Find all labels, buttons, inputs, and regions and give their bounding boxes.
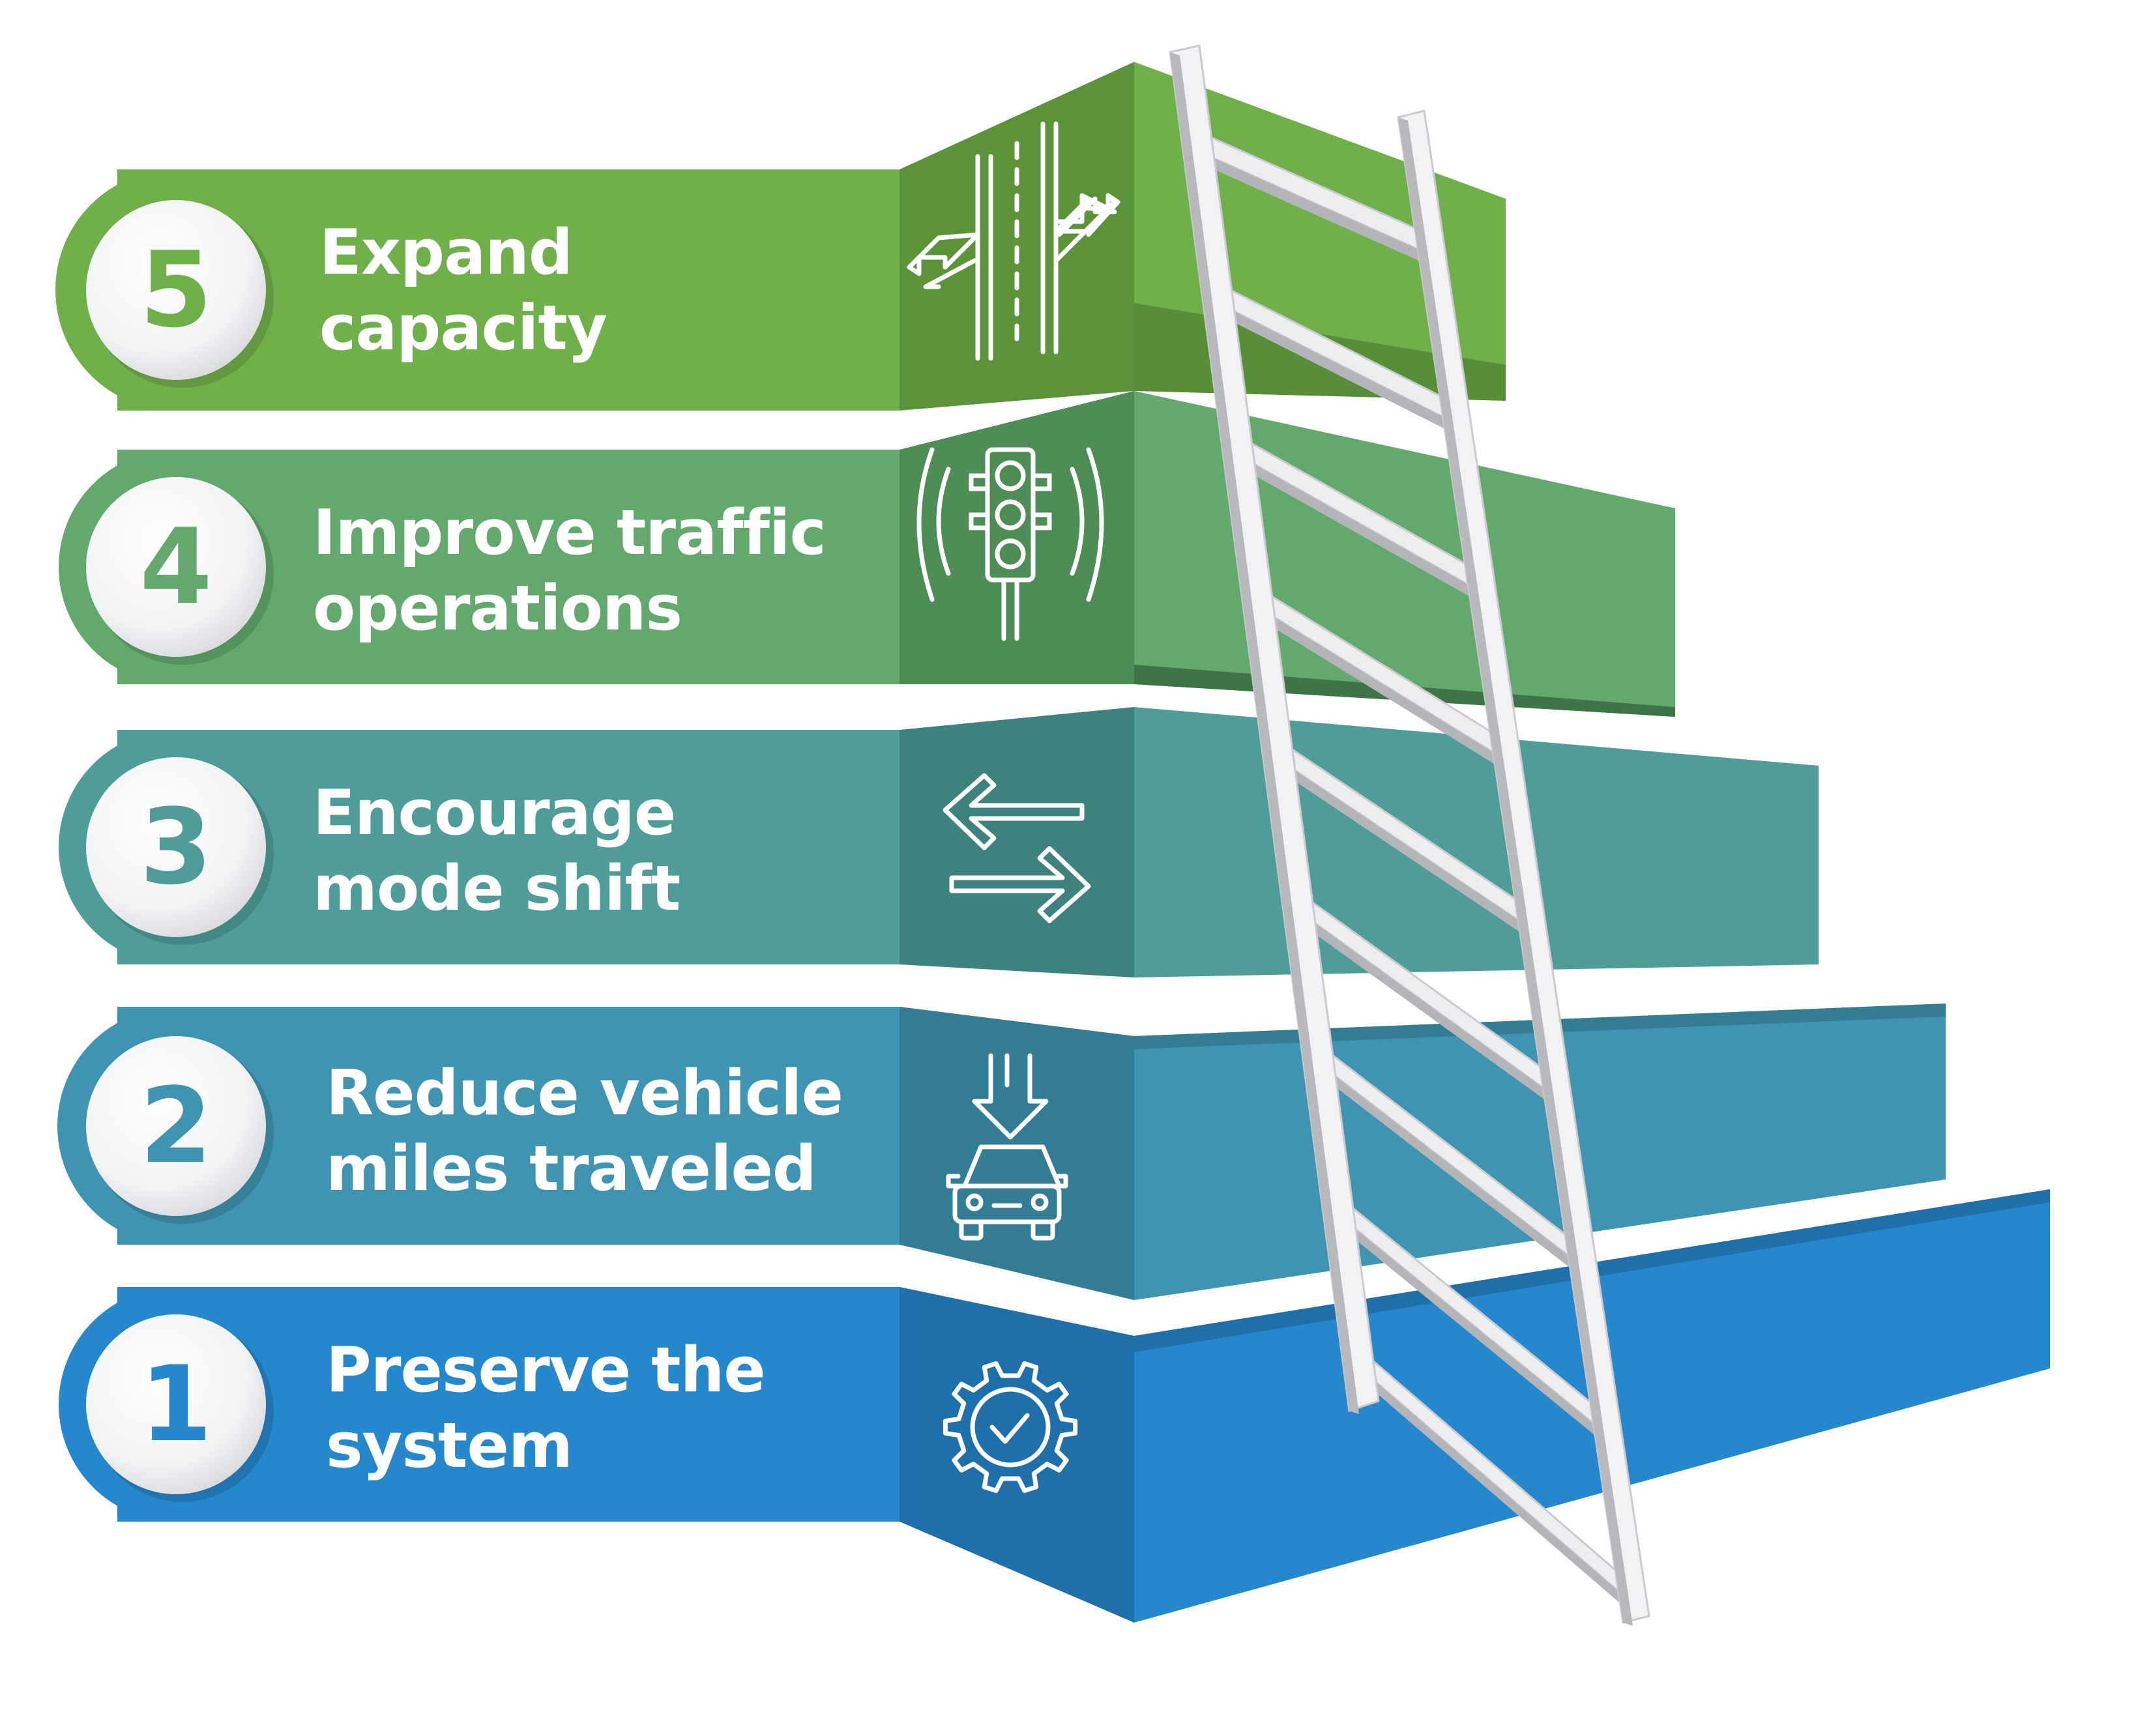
step-3-number: 3 [139, 786, 212, 908]
step-4-label-line-2: operations [313, 573, 682, 644]
car-down-arrow-icon [946, 1053, 1068, 1241]
step-4-label-line-1: Improve traffic [313, 497, 827, 569]
step-1-label-line-1: Preserve the [326, 1335, 766, 1406]
step-4-label: Improve traffic operations [313, 495, 827, 646]
two-way-arrows-icon [943, 773, 1091, 923]
step-3-label: Encourage mode shift [313, 775, 680, 927]
ladder-rung-shadow [1278, 759, 1534, 942]
step-3-label-line-2: mode shift [313, 853, 680, 925]
step-5-label-line-1: Expand [319, 217, 573, 289]
ladder-rung-shadow [1218, 303, 1459, 436]
ladder-rung-shadow [1238, 455, 1484, 605]
step-4-number: 4 [139, 506, 212, 628]
number-discs [86, 200, 274, 1502]
gear-check-icon [943, 1361, 1078, 1494]
step-2-number: 2 [139, 1065, 212, 1187]
road-widening-icon [907, 121, 1120, 361]
ladder [1169, 44, 1650, 1626]
step-5-label: Expand capacity [319, 215, 607, 366]
ladder-rung-shadow [1197, 151, 1433, 267]
step-2-label-line-1: Reduce vehicle [326, 1058, 843, 1129]
step-5-number: 5 [139, 229, 212, 351]
step-5-label-line-2: capacity [319, 293, 607, 364]
step-1-label-line-2: system [326, 1410, 573, 1482]
step-5-block [55, 62, 1506, 411]
step-1-label: Preserve the system [326, 1333, 766, 1484]
ladder-rung-shadow [1358, 1367, 1635, 1616]
step-2-label-line-2: miles traveled [326, 1133, 817, 1205]
ladder-rung-shadow [1257, 607, 1509, 773]
step-1-number: 1 [139, 1343, 212, 1465]
step-2-label: Reduce vehicle miles traveled [326, 1056, 843, 1207]
ladder-rung-shadow [1298, 910, 1559, 1110]
ladder-rung-shadow [1318, 1063, 1585, 1279]
step-3-label-line-1: Encourage [313, 777, 676, 849]
ladder-rung-shadow [1338, 1215, 1610, 1447]
traffic-signal-icon [916, 447, 1104, 641]
